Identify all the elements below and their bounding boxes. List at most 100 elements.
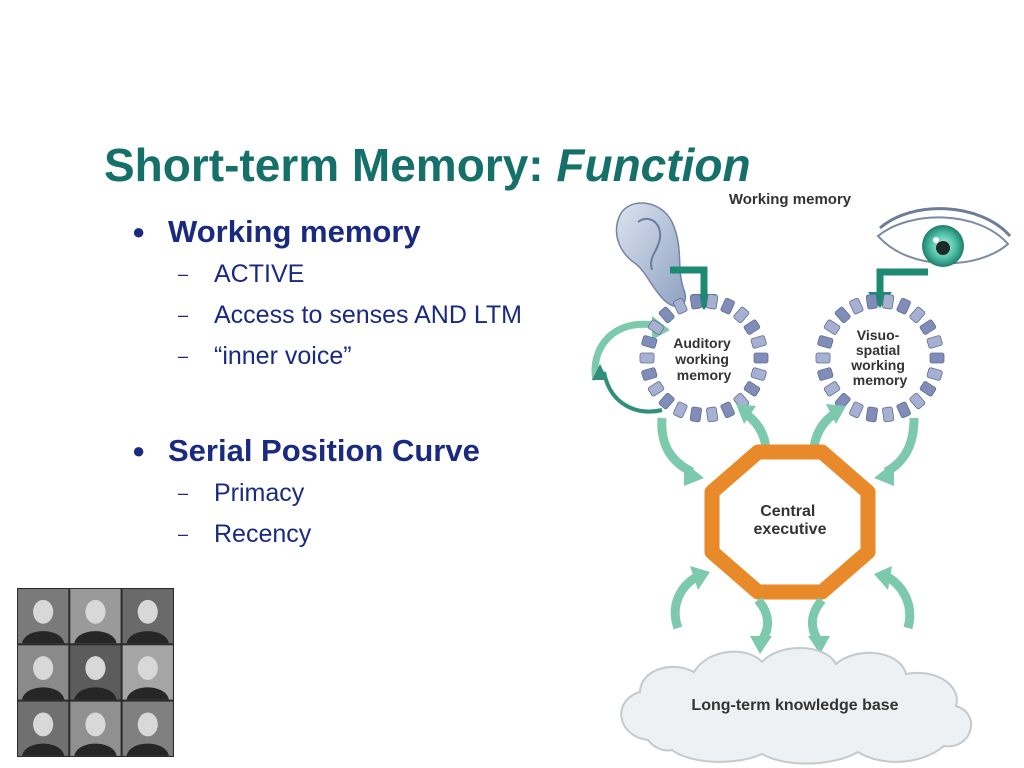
auditory-label-line: working	[674, 351, 729, 367]
memory-bead	[909, 392, 926, 410]
arrow-ltm-to-executive-right-icon	[874, 566, 915, 630]
memory-bead	[647, 381, 665, 397]
auditory-label-line: Auditory	[673, 335, 731, 351]
memory-bead	[896, 297, 911, 315]
portrait-grid	[17, 588, 174, 757]
subitem-label: Recency	[214, 520, 312, 548]
memory-bead	[849, 297, 864, 315]
bullet-label: Serial Position Curve	[168, 433, 480, 468]
memory-bead	[823, 381, 841, 397]
working-memory-diagram: Working memory Auditory working memory	[591, 191, 1012, 765]
subitem-label: Primacy	[214, 479, 305, 507]
portrait-head-icon	[33, 599, 54, 624]
portrait-head-icon	[137, 599, 158, 624]
subitem-access-to-senses: – Access to senses AND LTM	[132, 295, 592, 336]
long-term-knowledge-label: Long-term knowledge base	[691, 697, 898, 714]
memory-bead	[865, 293, 878, 310]
subitem-inner-voice: –“inner voice”	[132, 336, 592, 377]
memory-bead	[706, 406, 719, 423]
memory-bead	[865, 406, 878, 423]
visuospatial-working-memory-center	[842, 320, 918, 396]
dash-icon: –	[178, 305, 189, 325]
subitem-active: – ACTIVE	[132, 254, 592, 295]
memory-bead	[753, 352, 769, 364]
subitem-label: ACTIVE	[214, 260, 305, 288]
arrow-visuospatial-to-executive-icon	[874, 417, 919, 486]
portrait-suit-icon	[74, 743, 117, 756]
memory-bead	[817, 367, 834, 381]
memory-bead	[706, 293, 719, 310]
portrait-head-icon	[33, 712, 54, 737]
auditory-label-line: memory	[677, 367, 732, 383]
memory-bead	[641, 367, 658, 381]
portrait-suit-icon	[74, 631, 117, 644]
memory-bead	[896, 401, 911, 419]
memory-bead	[919, 319, 937, 335]
portrait-suit-icon	[74, 687, 117, 700]
portrait-suit-icon	[22, 743, 65, 756]
portrait-head-icon	[85, 599, 106, 624]
portrait-suit-icon	[126, 631, 169, 644]
memory-bead	[720, 401, 735, 419]
portrait-suit-icon	[126, 687, 169, 700]
visuospatial-working-memory-label: Visuo- spatial working memory	[850, 327, 909, 388]
memory-bead	[689, 406, 702, 423]
memory-bead	[926, 335, 943, 349]
bullet-gap	[132, 377, 592, 429]
subitem-primacy: –Primacy	[132, 473, 592, 514]
memory-bead	[743, 381, 761, 397]
visuospatial-label-line: Visuo-	[857, 327, 900, 343]
central-label-line: Central	[760, 503, 815, 520]
ear-icon	[615, 202, 687, 308]
central-label-line: executive	[754, 521, 827, 538]
portrait-suit-icon	[126, 743, 169, 756]
bullet-dot-icon: ●	[132, 438, 146, 463]
memory-bead	[929, 352, 945, 364]
visuospatial-working-memory-ring	[815, 293, 945, 423]
memory-bead	[658, 392, 675, 410]
slide-title-emphasis: Function	[556, 139, 751, 191]
memory-bead	[750, 335, 767, 349]
visuospatial-label-line: spatial	[856, 342, 900, 358]
subitem-recency: –Recency	[132, 514, 592, 555]
memory-bead	[882, 293, 895, 310]
portrait-suit-icon	[22, 687, 65, 700]
visuospatial-label-line: working	[850, 357, 905, 373]
portrait-head-icon	[33, 656, 54, 681]
portrait-head-icon	[137, 712, 158, 737]
portrait-head-icon	[85, 712, 106, 737]
portrait-suit-icon	[22, 631, 65, 644]
memory-bead	[919, 381, 937, 397]
portrait-head-icon	[137, 656, 158, 681]
memory-bead	[909, 306, 926, 324]
memory-bead	[750, 367, 767, 381]
memory-bead	[658, 306, 675, 324]
arrow-ltm-to-executive-left-icon	[670, 566, 710, 630]
memory-bead	[639, 352, 655, 364]
portrait-head-icon	[85, 656, 106, 681]
auditory-working-memory-label: Auditory working memory	[673, 335, 734, 383]
subitem-label: Access to senses AND LTM	[214, 301, 522, 329]
dash-icon: –	[178, 264, 189, 284]
central-executive-label: Central executive	[754, 503, 827, 538]
memory-bead	[689, 293, 702, 310]
subitem-label: “inner voice”	[214, 342, 352, 370]
memory-bead	[647, 319, 665, 335]
arrow-executive-to-ltm-left-icon	[750, 597, 772, 654]
memory-bead	[834, 306, 851, 324]
visuospatial-label-line: memory	[853, 372, 908, 388]
slide-title: Short-term Memory: Function	[104, 138, 751, 192]
memory-bead	[673, 297, 688, 315]
central-executive-octagon	[704, 444, 876, 600]
memory-bead	[733, 306, 750, 324]
memory-bead	[817, 335, 834, 349]
arrow-executive-to-ltm-right-icon	[808, 597, 830, 654]
arrow-auditory-to-executive-icon	[657, 417, 704, 486]
long-term-knowledge-cloud	[620, 647, 973, 765]
memory-bead	[849, 401, 864, 419]
bullet-dot-icon: ●	[132, 219, 146, 244]
bullet-label: Working memory	[168, 214, 421, 249]
memory-bead	[641, 335, 658, 349]
bullet-list: ● Working memory – ACTIVE – Access to sense…	[132, 210, 592, 555]
bullet-serial-position-curve: ● Serial Position Curve	[132, 429, 592, 473]
